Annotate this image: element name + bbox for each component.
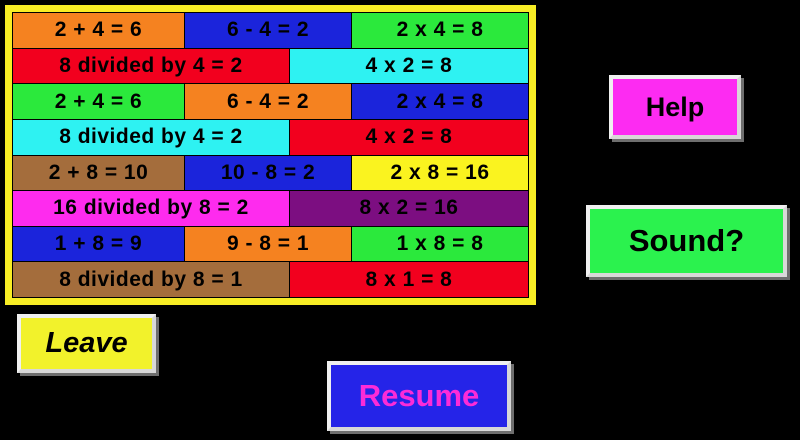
equation-board: 2 + 4 = 6 6 - 4 = 2 2 x 4 = 8 8 divided …: [5, 5, 536, 305]
equation-tile[interactable]: 2 + 4 = 6: [13, 13, 184, 48]
equation-tile[interactable]: 2 + 8 = 10: [13, 155, 184, 191]
leave-button[interactable]: Leave: [17, 314, 156, 373]
resume-button-label: Resume: [358, 378, 480, 413]
equation-tile[interactable]: 9 - 8 = 1: [185, 226, 352, 262]
help-button[interactable]: Help: [609, 75, 741, 139]
board-row: 2 + 8 = 10 10 - 8 = 2 2 x 8 = 16: [13, 155, 528, 191]
equation-grid: 2 + 4 = 6 6 - 4 = 2 2 x 4 = 8 8 divided …: [12, 12, 529, 298]
sound-toggle-button[interactable]: Sound?: [586, 205, 787, 277]
equation-tile[interactable]: 8 divided by 4 = 2: [13, 119, 289, 155]
equation-tile[interactable]: 6 - 4 = 2: [185, 84, 352, 119]
board-row: 8 divided by 8 = 1 8 x 1 = 8: [13, 262, 528, 297]
equation-tile[interactable]: 16 divided by 8 = 2: [13, 191, 289, 226]
equation-tile[interactable]: 10 - 8 = 2: [185, 155, 352, 191]
leave-button-label: Leave: [45, 327, 128, 359]
equation-tile[interactable]: 8 x 1 = 8: [289, 262, 528, 297]
board-row: 16 divided by 8 = 2 8 x 2 = 16: [13, 191, 528, 226]
board-row: 2 + 4 = 6 6 - 4 = 2 2 x 4 = 8: [13, 13, 528, 48]
equation-tile[interactable]: 2 + 4 = 6: [13, 84, 184, 119]
sound-button-label: Sound?: [628, 223, 745, 258]
equation-tile[interactable]: 6 - 4 = 2: [185, 13, 352, 48]
equation-tile[interactable]: 4 x 2 = 8: [289, 48, 528, 84]
equation-tile[interactable]: 1 + 8 = 9: [13, 226, 184, 262]
equation-tile[interactable]: 2 x 4 = 8: [352, 84, 528, 119]
board-row: 2 + 4 = 6 6 - 4 = 2 2 x 4 = 8: [13, 84, 528, 119]
equation-tile[interactable]: 8 x 2 = 16: [289, 191, 528, 226]
resume-button[interactable]: Resume: [327, 361, 511, 431]
equation-tile[interactable]: 8 divided by 4 = 2: [13, 48, 289, 84]
help-button-label: Help: [645, 91, 705, 122]
equation-tile[interactable]: 8 divided by 8 = 1: [13, 262, 289, 297]
equation-tile[interactable]: 2 x 8 = 16: [352, 155, 528, 191]
board-row: 8 divided by 4 = 2 4 x 2 = 8: [13, 119, 528, 155]
board-row: 1 + 8 = 9 9 - 8 = 1 1 x 8 = 8: [13, 226, 528, 262]
board-row: 8 divided by 4 = 2 4 x 2 = 8: [13, 48, 528, 84]
equation-tile[interactable]: 4 x 2 = 8: [289, 119, 528, 155]
equation-tile[interactable]: 1 x 8 = 8: [352, 226, 528, 262]
equation-tile[interactable]: 2 x 4 = 8: [352, 13, 528, 48]
